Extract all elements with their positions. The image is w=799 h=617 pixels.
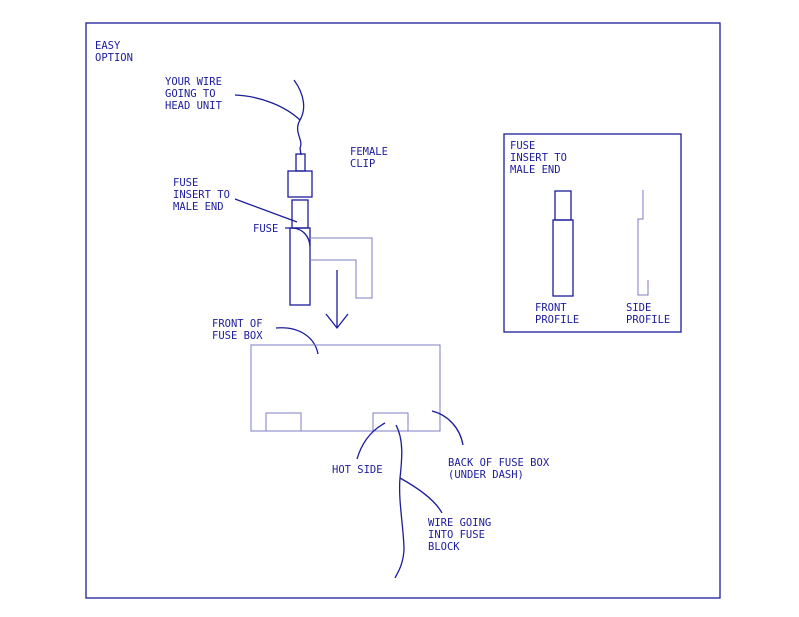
label-line: (UNDER DASH) xyxy=(448,469,524,481)
hot-side-leader xyxy=(356,422,386,460)
inset-title-line: INSERT TO xyxy=(510,152,567,164)
label-line: WIRE GOING xyxy=(428,517,491,529)
front-profile-body xyxy=(552,219,574,297)
inset-frame xyxy=(503,133,682,333)
outer-frame xyxy=(85,22,721,599)
fuse-box xyxy=(250,344,441,432)
fuse-label: FUSE xyxy=(253,223,278,235)
fuse-insert-leader xyxy=(234,198,298,223)
title: EASY OPTION xyxy=(95,40,133,64)
fuse-tap-top xyxy=(291,199,309,229)
label-line: BLOCK xyxy=(428,541,460,553)
front-of-fuse-box-label: FRONT OF FUSE BOX xyxy=(212,318,263,342)
front-leader xyxy=(275,327,319,355)
label-line: INSERT TO xyxy=(173,189,230,201)
label-line: INTO FUSE xyxy=(428,529,485,541)
wire-going-leader xyxy=(399,477,443,514)
head-unit-wire-label: YOUR WIRE GOING TO HEAD UNIT xyxy=(165,76,223,112)
label-line: FRONT OF xyxy=(212,318,263,330)
female-clip-label: FEMALE CLIP xyxy=(350,146,388,170)
label-line: YOUR WIRE xyxy=(165,76,222,88)
down-arrow-icon xyxy=(325,270,349,330)
front-profile-label: FRONT xyxy=(535,302,567,314)
label-line: MALE END xyxy=(173,201,224,213)
female-clip-body xyxy=(287,170,313,198)
head-unit-leader xyxy=(234,94,301,121)
fuse-insert-label: FUSE INSERT TO MALE END xyxy=(173,177,230,213)
hot-side-label: HOT SIDE xyxy=(332,464,383,476)
inset-title-line: MALE END xyxy=(510,164,561,176)
fuse-block-wire xyxy=(394,424,405,579)
label-line: GOING TO xyxy=(165,88,216,100)
inset-title-line: FUSE xyxy=(510,140,535,152)
side-profile-label: PROFILE xyxy=(626,314,670,326)
label-line: FUSE xyxy=(173,177,198,189)
title-line: EASY xyxy=(95,40,121,52)
fuse-tap-body xyxy=(289,227,311,306)
side-profile-shape xyxy=(637,190,649,296)
fuse-leader xyxy=(285,227,311,247)
fuse-slot-left xyxy=(265,412,302,432)
fuse-box-slot-outline xyxy=(310,237,373,299)
inset-profile-panel: FUSE INSERT TO MALE END FRONT PROFILE SI… xyxy=(503,133,682,333)
label-line: FUSE BOX xyxy=(212,330,263,342)
head-unit-wire xyxy=(293,79,305,156)
wire-going-label: WIRE GOING INTO FUSE BLOCK xyxy=(428,517,491,553)
side-profile-label: SIDE xyxy=(626,302,651,314)
back-leader xyxy=(431,410,464,446)
label-line: FEMALE xyxy=(350,146,388,158)
title-line: OPTION xyxy=(95,52,133,64)
label-line: HEAD UNIT xyxy=(165,100,223,112)
back-of-fuse-box-label: BACK OF FUSE BOX (UNDER DASH) xyxy=(448,457,550,481)
wire-crimp xyxy=(295,153,306,172)
front-profile-top xyxy=(554,190,572,221)
fuse-slot-hot xyxy=(372,412,409,432)
front-profile-label: PROFILE xyxy=(535,314,579,326)
label-line: BACK OF FUSE BOX xyxy=(448,457,550,469)
label-line: CLIP xyxy=(350,158,375,170)
